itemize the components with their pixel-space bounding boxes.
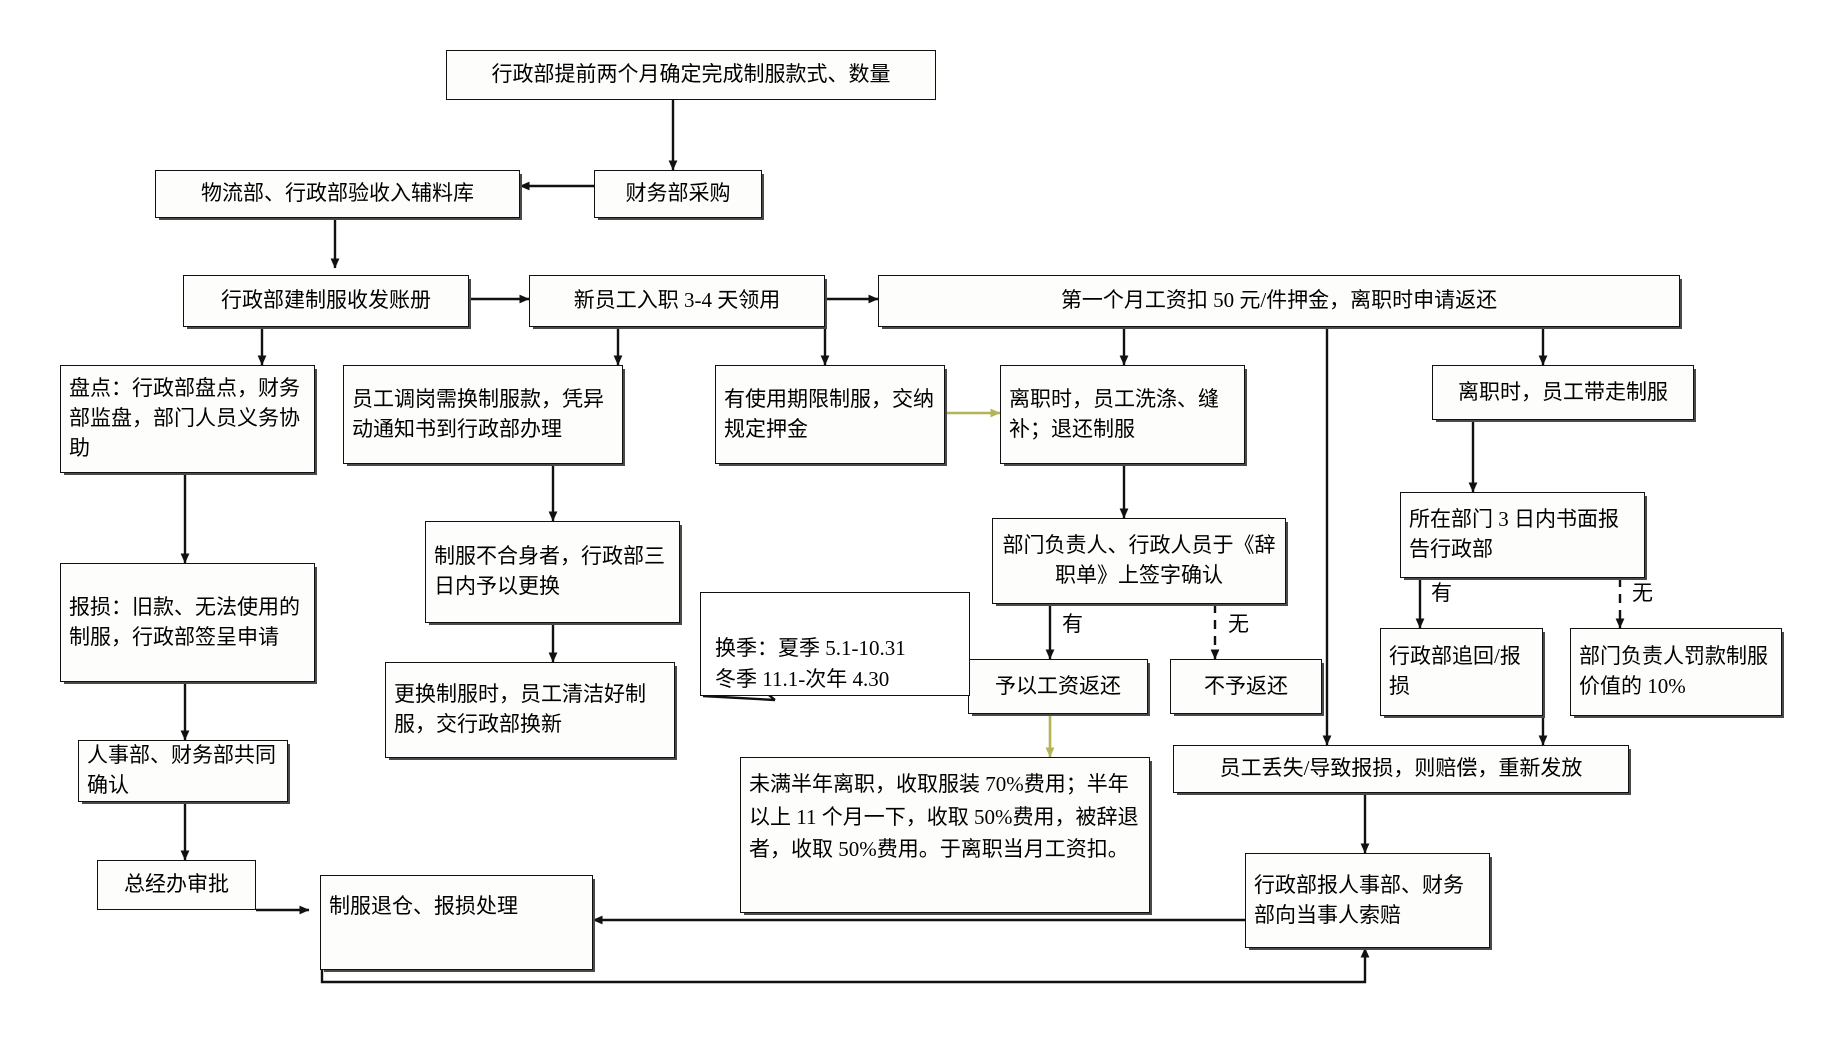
node-label: 制服退仓、报损处理 bbox=[329, 894, 518, 918]
node-label: 行政部追回/报损 bbox=[1389, 644, 1521, 698]
node-new-employee-receive[interactable]: 新员工入职 3-4 天领用 bbox=[529, 275, 825, 327]
node-resign-take-uniform[interactable]: 离职时，员工带走制服 bbox=[1432, 365, 1694, 420]
node-hr-finance-confirm[interactable]: 人事部、财务部共同确认 bbox=[78, 740, 288, 802]
node-label: 总经办审批 bbox=[124, 872, 229, 897]
node-label: 行政部提前两个月确定完成制服款式、数量 bbox=[491, 62, 891, 87]
node-label: 不予返还 bbox=[1204, 673, 1288, 698]
node-no-refund[interactable]: 不予返还 bbox=[1170, 659, 1322, 714]
node-department-written-report[interactable]: 所在部门 3 日内书面报告行政部 bbox=[1400, 492, 1645, 578]
edge-label-wu-2: 无 bbox=[1632, 581, 1653, 605]
node-label: 物流部、行政部验收入辅料库 bbox=[201, 181, 474, 206]
node-label: 离职时，员工洗涤、缝补；退还制服 bbox=[1009, 386, 1219, 441]
node-gm-approval[interactable]: 总经办审批 bbox=[97, 860, 256, 910]
node-transfer-change-uniform[interactable]: 员工调岗需换制服款，凭异动通知书到行政部办理 bbox=[343, 365, 623, 464]
callout-label: 换季：夏季 5.1-10.31 冬季 11.1-次年 4.30 bbox=[715, 635, 906, 692]
node-admin-confirm-style[interactable]: 行政部提前两个月确定完成制服款式、数量 bbox=[446, 50, 936, 100]
node-label: 离职时，员工带走制服 bbox=[1458, 379, 1668, 404]
node-label: 行政部报人事部、财务部向当事人索赔 bbox=[1254, 872, 1464, 927]
edge-label-you-2: 有 bbox=[1431, 581, 1452, 605]
node-label: 财务部采购 bbox=[625, 181, 731, 206]
node-label: 更换制服时，员工清洁好制服，交行政部换新 bbox=[394, 682, 646, 736]
node-label: 部门负责人罚款制服价值的 10% bbox=[1579, 644, 1768, 698]
node-label: 制服不合身者，行政部三日内予以更换 bbox=[434, 544, 665, 598]
node-label: 部门负责人、行政人员于《辞职单》上签字确认 bbox=[1002, 533, 1276, 587]
node-finance-purchase[interactable]: 财务部采购 bbox=[594, 170, 762, 218]
node-loss-compensation-reissue[interactable]: 员工丢失/导致报损，则赔偿，重新发放 bbox=[1173, 745, 1629, 793]
node-resign-wash-return[interactable]: 离职时，员工洗涤、缝补；退还制服 bbox=[1000, 365, 1245, 464]
node-resignation-fee-policy[interactable]: 未满半年离职，收取服装 70%费用；半年以上 11 个月一下，收取 50%费用，… bbox=[740, 757, 1150, 913]
edge-label-you-1: 有 bbox=[1062, 612, 1083, 636]
node-label: 有使用期限制服，交纳规定押金 bbox=[724, 386, 934, 441]
node-label: 第一个月工资扣 50 元/件押金，离职时申请返还 bbox=[1060, 288, 1498, 313]
node-label: 盘点：行政部盘点，财务部监盘，部门人员义务协助 bbox=[69, 376, 300, 460]
node-logistics-inspect-warehouse[interactable]: 物流部、行政部验收入辅料库 bbox=[155, 170, 520, 218]
node-label: 员工丢失/导致报损，则赔偿，重新发放 bbox=[1219, 756, 1583, 781]
node-resignation-form-signature[interactable]: 部门负责人、行政人员于《辞职单》上签字确认 bbox=[992, 518, 1286, 604]
node-label: 未满半年离职，收取服装 70%费用；半年以上 11 个月一下，收取 50%费用，… bbox=[749, 772, 1139, 862]
node-label: 行政部建制服收发账册 bbox=[221, 288, 431, 313]
node-admin-claim-report[interactable]: 行政部报人事部、财务部向当事人索赔 bbox=[1245, 853, 1490, 948]
node-limited-term-deposit[interactable]: 有使用期限制服，交纳规定押金 bbox=[715, 365, 945, 464]
node-label: 所在部门 3 日内书面报告行政部 bbox=[1409, 507, 1619, 561]
node-label: 员工调岗需换制服款，凭异动通知书到行政部办理 bbox=[352, 386, 604, 441]
node-label: 予以工资返还 bbox=[995, 673, 1121, 698]
node-label: 报损：旧款、无法使用的制服，行政部签呈申请 bbox=[69, 594, 300, 649]
node-inventory-count[interactable]: 盘点：行政部盘点，财务部监盘，部门人员义务协助 bbox=[60, 365, 315, 473]
node-manager-fine[interactable]: 部门负责人罚款制服价值的 10% bbox=[1570, 628, 1782, 716]
node-label: 人事部、财务部共同确认 bbox=[87, 743, 276, 797]
node-admin-recover-scrap[interactable]: 行政部追回/报损 bbox=[1380, 628, 1543, 716]
node-admin-ledger[interactable]: 行政部建制服收发账册 bbox=[183, 275, 469, 327]
node-salary-refund[interactable]: 予以工资返还 bbox=[968, 659, 1148, 714]
node-first-month-deposit[interactable]: 第一个月工资扣 50 元/件押金，离职时申请返还 bbox=[878, 275, 1680, 327]
callout-season-change[interactable]: 换季：夏季 5.1-10.31 冬季 11.1-次年 4.30 bbox=[700, 592, 970, 696]
node-clean-before-exchange[interactable]: 更换制服时，员工清洁好制服，交行政部换新 bbox=[385, 662, 675, 758]
node-uniform-return-scrap-handling[interactable]: 制服退仓、报损处理 bbox=[320, 875, 593, 970]
node-label: 新员工入职 3-4 天领用 bbox=[573, 288, 781, 313]
edge-label-wu-1: 无 bbox=[1228, 612, 1249, 636]
node-ill-fitting-replace[interactable]: 制服不合身者，行政部三日内予以更换 bbox=[425, 521, 680, 623]
node-scrap-report[interactable]: 报损：旧款、无法使用的制服，行政部签呈申请 bbox=[60, 563, 315, 682]
